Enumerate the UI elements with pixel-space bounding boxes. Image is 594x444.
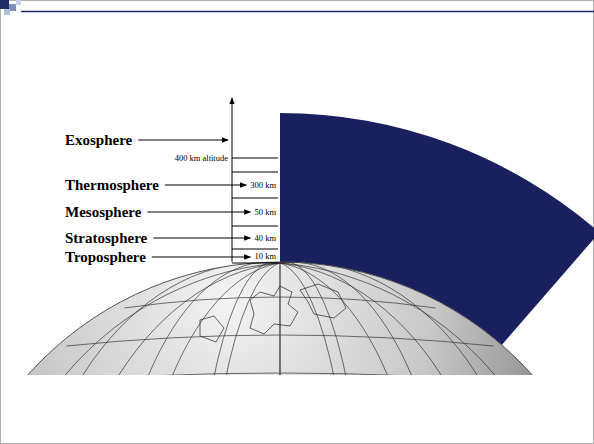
altitude-label: 50 km (254, 208, 278, 217)
layer-name: Stratosphere (65, 231, 147, 246)
altitude-label: 300 km (249, 181, 277, 190)
leader-arrow (153, 238, 250, 239)
leader-arrow (138, 140, 228, 141)
altitude-label: 10 km (254, 252, 278, 261)
leader-arrow (147, 212, 250, 213)
layer-name: Mesosphere (65, 205, 141, 220)
altitude-label: 400 km altitude (174, 154, 229, 163)
layer-name: Exosphere (65, 133, 132, 148)
leader-arrow (152, 257, 251, 258)
leader-arrow (165, 185, 246, 186)
globe (0, 262, 594, 375)
layer-name: Troposphere (65, 250, 146, 265)
title-rule (21, 11, 594, 13)
altitude-label: 40 km (254, 234, 278, 243)
layer-name: Thermosphere (65, 178, 159, 193)
corner-squares (0, 0, 21, 15)
